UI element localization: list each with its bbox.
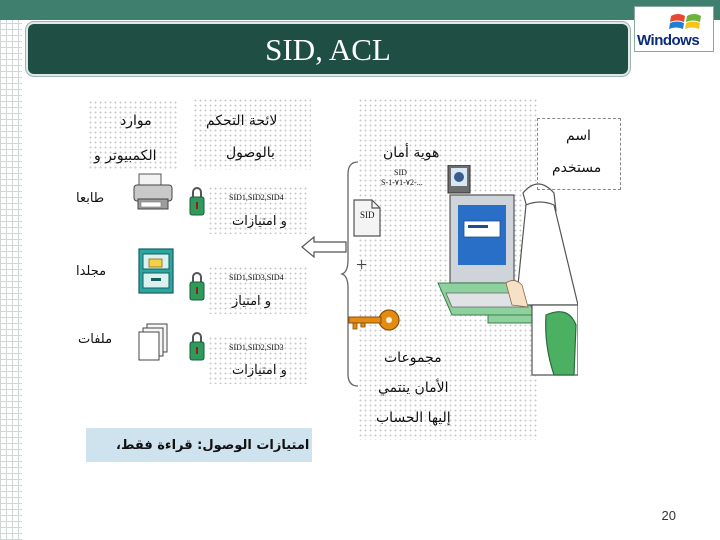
sid-value: S-1-٧1-٧2-... [381,178,423,187]
left-arrow-icon [301,235,347,259]
files-label: ملفات [78,332,113,347]
key-icon [348,309,400,331]
acl-row3-label: و امتيازات [232,363,287,378]
printer-icon [133,173,173,210]
logo-text: Windows [637,32,700,49]
acl-header-line1: لائحة التحكم [206,113,278,129]
page-number: 20 [661,508,676,523]
document-icon [353,199,381,237]
acl-row3-sids: SID1,SID2,SID3 [229,343,284,352]
groups-line3: إليها الحساب [376,410,451,426]
access-rights-box [86,428,312,462]
curly-bracket [340,161,359,387]
acl-header-line2: بالوصول [226,145,275,161]
access-rights-text: امتيازات الوصول: قراءة فقط، [116,438,310,453]
lock-icon-printer [189,187,205,216]
top-band [0,0,720,20]
acl-row1-box [208,186,308,234]
title-bar: SID, ACL [26,22,630,76]
document-sid-label: SID [360,210,375,220]
resources-header-line2: الكمبيوتر و [94,148,157,164]
acl-header-box [193,98,311,170]
windows-flag-icon [669,14,701,29]
acl-row1-label: و امتيازات [232,214,287,229]
groups-line1: مجموعات [384,350,442,366]
acl-row2-label: و امتياز [232,294,272,309]
groups-line2: الأمان ينتمي [378,380,449,396]
printers-label: طابعا [76,191,105,206]
acl-row2-box [208,266,308,314]
acl-row2-sids: SID1,SID3,SID4 [229,273,284,282]
plus-sign: + [356,254,368,276]
file-cabinet-icon [138,248,174,294]
user-name-line1: اسم [566,128,591,144]
lock-icon-files [189,332,205,361]
grid-strip [0,20,22,540]
sid-label: SID [394,168,407,177]
windows-logo: Windows [634,6,714,52]
resources-header-line1: موارد [120,113,152,129]
lock-icon-folder [189,272,205,301]
slide-title: SID, ACL [265,32,391,67]
user-name-box [537,118,621,190]
acl-row1-sids: SID1,SID2,SID4 [229,193,284,202]
files-icon [138,323,168,361]
user-name-line2: مستخدم [552,160,602,176]
folders-label: مجلدا [76,264,107,279]
acl-row3-box [208,336,308,384]
security-id-label: هوية أمان [383,145,440,161]
computer-user-illustration [437,165,578,376]
resources-header-box [88,100,178,170]
